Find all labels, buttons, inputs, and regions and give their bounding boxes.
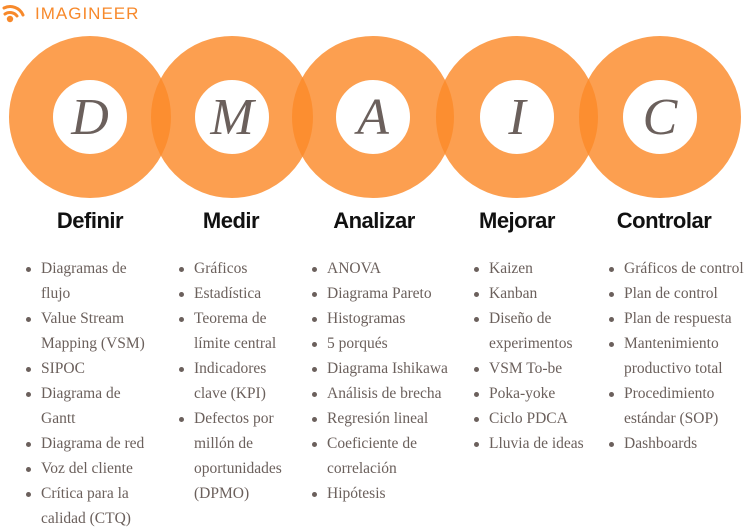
phase-title-controlar: Controlar xyxy=(616,208,712,233)
ring-d xyxy=(9,36,171,198)
list-item: Gráficos de control xyxy=(607,256,750,281)
brand-logo: IMAGINEER xyxy=(2,2,139,26)
dmaic-rings xyxy=(9,36,741,198)
list-item: Defectos por millón de oportunidades (DP… xyxy=(177,406,302,506)
list-item: Diagramas de flujo xyxy=(24,256,154,306)
list-item: SIPOC xyxy=(24,356,154,381)
phase-letter-c: C xyxy=(642,88,678,146)
list-item: Dashboards xyxy=(607,431,750,456)
list-item: Gráficos xyxy=(177,256,302,281)
list-item: ANOVA xyxy=(310,256,460,281)
list-item: Mantenimiento productivo total xyxy=(607,331,750,381)
phase-letter-a: A xyxy=(357,88,389,146)
phase-title-analizar: Analizar xyxy=(333,208,415,233)
ring-m xyxy=(151,36,313,198)
list-item: Voz del cliente xyxy=(24,456,154,481)
phase-letter-i: I xyxy=(508,88,526,146)
list-item: Análisis de brecha xyxy=(310,381,460,406)
list-item: Teorema de límite central xyxy=(177,306,302,356)
list-item: Histogramas xyxy=(310,306,460,331)
ring-i xyxy=(436,36,598,198)
list-item: Ciclo PDCA xyxy=(472,406,597,431)
list-item: Poka-yoke xyxy=(472,381,597,406)
list-item: Indicadores clave (KPI) xyxy=(177,356,302,406)
phase-letter-d: D xyxy=(71,88,109,146)
list-item: Estadística xyxy=(177,281,302,306)
list-item: Lluvia de ideas xyxy=(472,431,597,456)
phase-title-medir: Medir xyxy=(202,208,260,233)
list-item: Diagrama Ishikawa xyxy=(310,356,460,381)
medir-tools-list: Gráficos Estadística Teorema de límite c… xyxy=(177,256,302,506)
controlar-tools-list: Gráficos de control Plan de control Plan… xyxy=(607,256,750,456)
phase-title-mejorar: Mejorar xyxy=(479,208,555,233)
list-item: 5 porqués xyxy=(310,331,460,356)
list-item: Kanban xyxy=(472,281,597,306)
brand-name: IMAGINEER xyxy=(35,4,140,23)
list-item: Procedimiento estándar (SOP) xyxy=(607,381,750,431)
signal-waves-logo-icon xyxy=(2,5,25,23)
list-item: Coeficiente de correlación xyxy=(310,431,460,481)
list-item: Regresión lineal xyxy=(310,406,460,431)
analizar-tools-list: ANOVA Diagrama Pareto Histogramas 5 porq… xyxy=(310,256,460,506)
list-item: Diagrama de red xyxy=(24,431,154,456)
list-item: Plan de control xyxy=(607,281,750,306)
phase-letter-m: M xyxy=(210,88,254,146)
list-item: Value Stream Mapping (VSM) xyxy=(24,306,154,356)
ring-c xyxy=(579,36,741,198)
list-item: Kaizen xyxy=(472,256,597,281)
mejorar-tools-list: Kaizen Kanban Diseño de experimentos VSM… xyxy=(472,256,597,456)
list-item: Hipótesis xyxy=(310,481,460,506)
list-item: Diseño de experimentos xyxy=(472,306,597,356)
list-item: VSM To-be xyxy=(472,356,597,381)
list-item: Diagrama Pareto xyxy=(310,281,460,306)
list-item: Crítica para la calidad (CTQ) xyxy=(24,481,154,531)
list-item: Plan de respuesta xyxy=(607,306,750,331)
list-item: Diagrama de Gantt xyxy=(24,381,154,431)
phase-title-definir: Definir xyxy=(56,208,124,233)
definir-tools-list: Diagramas de flujo Value Stream Mapping … xyxy=(24,256,154,531)
ring-a xyxy=(292,36,454,198)
